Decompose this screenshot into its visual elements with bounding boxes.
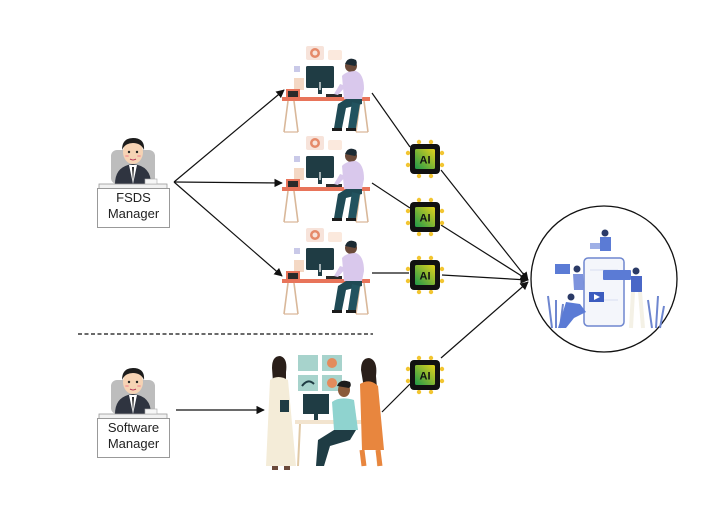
software-team bbox=[266, 355, 384, 470]
ai-chip-2-label: AI bbox=[420, 213, 431, 225]
arrow-to-developer-2 bbox=[173, 178, 283, 188]
ai-to-output-arrows bbox=[440, 169, 529, 359]
line-team-ai4 bbox=[381, 383, 411, 413]
arrow-ai3-output bbox=[441, 274, 529, 284]
arrow-to-developer-3 bbox=[173, 181, 283, 277]
software-manager bbox=[98, 367, 168, 420]
fsds-manager-label-line2: Manager bbox=[107, 206, 160, 221]
line-dev2-ai2 bbox=[371, 182, 411, 209]
fsds-manager-figure bbox=[98, 137, 168, 190]
ai-chip-4-label: AI bbox=[420, 371, 431, 383]
ai-chip-2: AI bbox=[405, 197, 445, 237]
ai-chip-3: AI bbox=[405, 255, 445, 295]
fsds-developer-1 bbox=[281, 45, 371, 133]
software-manager-label-line2: Manager bbox=[107, 436, 160, 451]
ai-chip-4: AI bbox=[405, 355, 445, 395]
fsds-manager-arrows bbox=[173, 89, 285, 277]
software-manager-figure bbox=[98, 367, 168, 420]
ai-chip-1: AI bbox=[405, 139, 445, 179]
arrow-ai1-output bbox=[440, 169, 529, 281]
fsds-developer-2 bbox=[281, 135, 371, 223]
ai-chip-3-label: AI bbox=[420, 271, 431, 283]
fsds-developer-3 bbox=[281, 227, 371, 315]
arrow-ai4-output bbox=[440, 281, 529, 359]
fsds-manager-label: FSDS Manager bbox=[97, 188, 170, 228]
software-manager-label: Software Manager bbox=[97, 418, 170, 458]
fsds-manager bbox=[98, 137, 168, 190]
software-manager-label-line1: Software bbox=[107, 420, 160, 435]
ai-chip-1-label: AI bbox=[420, 155, 431, 167]
line-dev1-ai1 bbox=[371, 92, 411, 148]
fsds-manager-label-line1: FSDS bbox=[116, 190, 151, 205]
output-app-circle bbox=[530, 205, 678, 353]
arrow-ai2-output bbox=[440, 224, 529, 281]
arrow-to-developer-1 bbox=[173, 89, 285, 183]
developer-to-ai-lines bbox=[371, 92, 411, 413]
